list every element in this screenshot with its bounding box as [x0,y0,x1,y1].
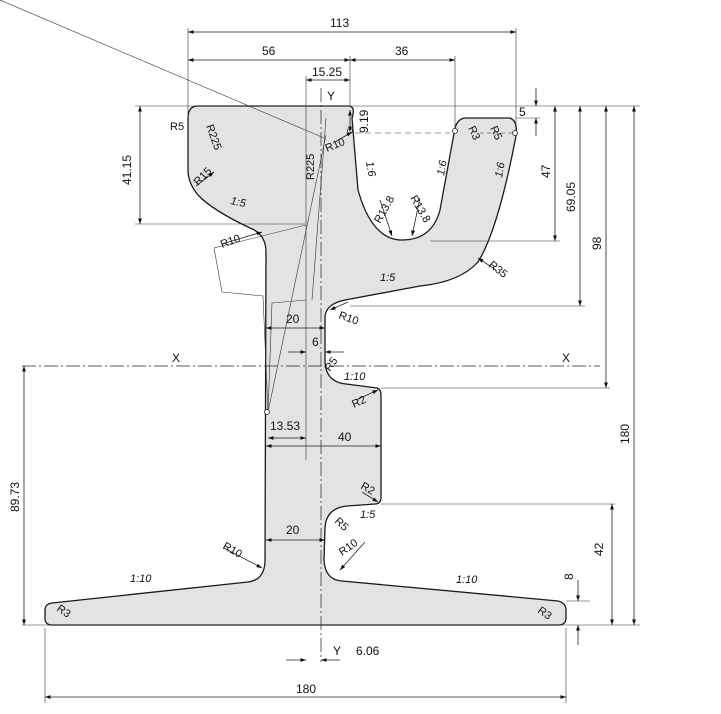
radius-r3-top: R3 [465,124,482,142]
slope-groove-right: 1:6 [493,161,508,179]
dimension-lines [22,30,636,699]
radius-r2-upper: R2 [350,394,368,411]
dim-6: 6 [312,335,319,349]
radius-r225-center: R225 [305,154,317,180]
dim-56: 56 [262,44,276,58]
radius-r10-left: R10 [219,233,242,251]
dim-8: 8 [562,573,576,580]
dim-6-06: 6.06 [356,644,380,658]
dim-36: 36 [395,44,409,58]
dim-41-15: 41.15 [120,155,134,185]
dim-180-bottom: 180 [296,682,316,696]
radius-r5-tip: R5 [487,124,504,142]
dim-9-19: 9.19 [357,109,371,133]
dim-98: 98 [590,236,604,250]
slope-foot-left: 1:10 [130,573,152,585]
dim-113: 113 [330,16,349,30]
dim-20-top: 20 [286,312,300,326]
dim-69-05: 69.05 [564,182,578,212]
y-axis-label-top: Y [327,89,335,103]
slope-head: 1:5 [229,195,247,210]
y-axis-label-bottom: Y [333,644,341,658]
radius-r5-top: R5 [170,121,184,133]
rail-profile [44,105,567,626]
dim-89-73: 89.73 [8,482,22,512]
radius-leaders [195,131,497,571]
radius-r13-8-a: R13.8 [372,194,397,225]
radius-r13-8-b: R13.8 [407,194,432,225]
radius-r10-foot-right: R10 [337,537,360,558]
extension-lines [0,0,640,703]
radius-r10-foot-left: R10 [221,540,244,560]
radius-r35: R35 [486,259,509,281]
dim-13-53: 13.53 [270,419,300,433]
dim-15-25: 15.25 [312,65,342,79]
x-axis-label-right: X [562,351,570,365]
dim-20-bottom: 20 [286,523,300,537]
slope-mid: 1:10 [344,371,366,383]
slope-foot-right: 1:10 [456,574,478,586]
slope-lower: 1:5 [360,509,376,521]
x-axis-label-left: X [172,351,180,365]
slope-web-upper: 1:5 [380,272,396,284]
dim-5: 5 [519,105,526,119]
radius-r10-web: R10 [337,310,360,328]
slope-groove-left: 1:6 [363,160,378,178]
dim-40: 40 [338,430,352,444]
dim-47: 47 [539,164,553,178]
dim-180-right: 180 [618,424,632,444]
slope-groove-mid: 1:6 [435,159,450,177]
dim-42: 42 [592,542,606,556]
radius-r5-lower: R5 [332,515,350,533]
